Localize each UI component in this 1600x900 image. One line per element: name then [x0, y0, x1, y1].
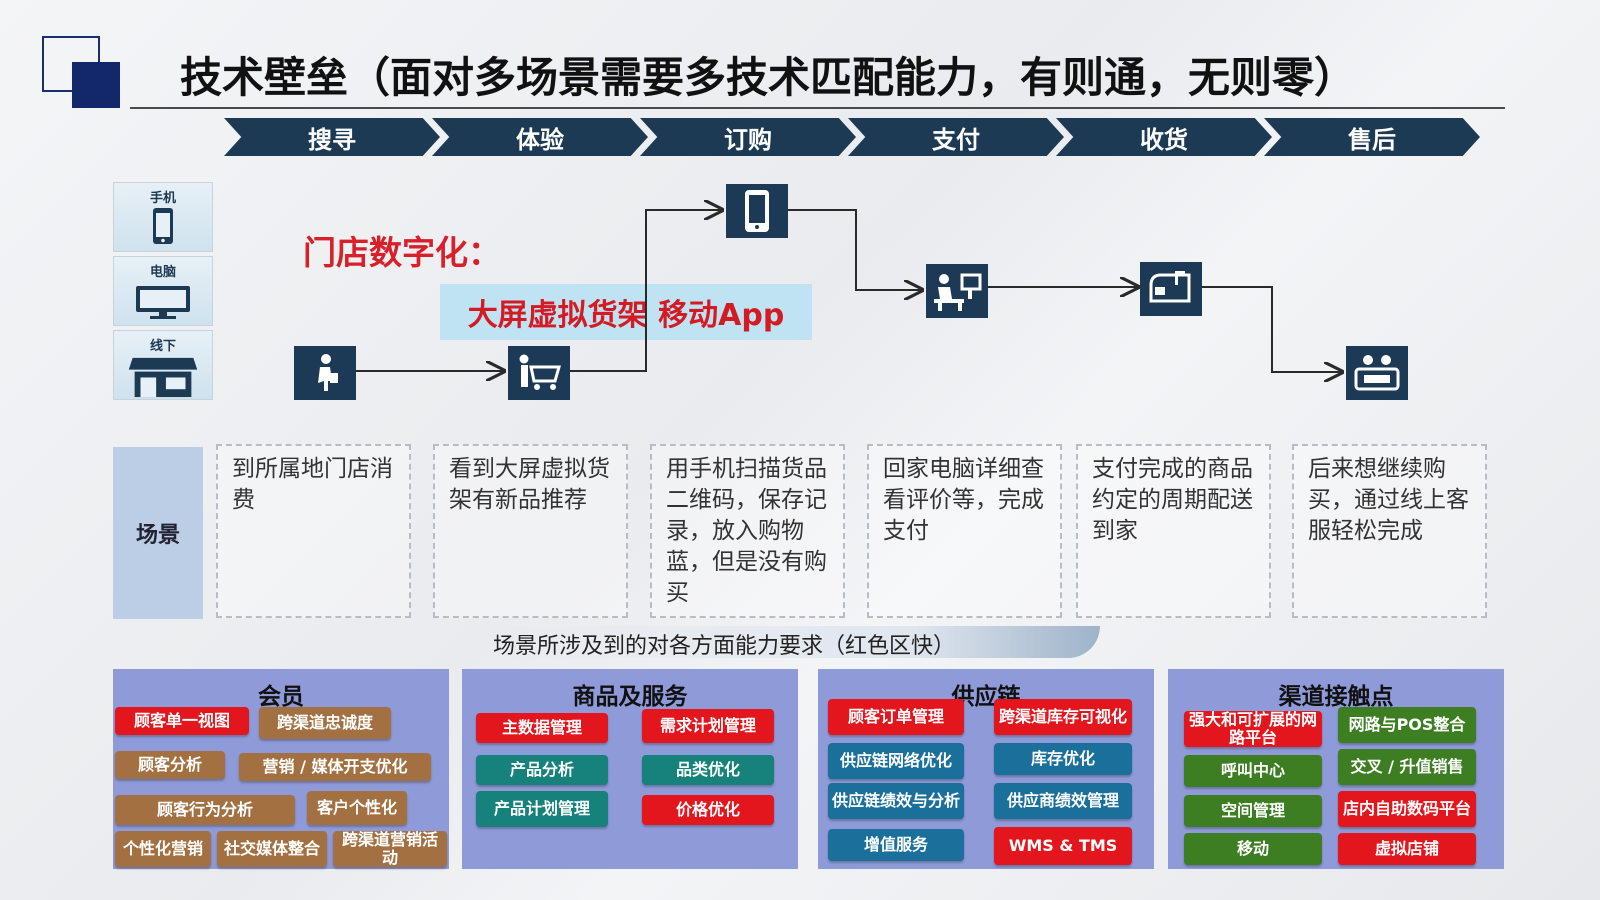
- channel-mobile-label: 手机: [149, 191, 176, 206]
- highlight-band: 大屏虚拟货架 移动App: [440, 284, 812, 340]
- walking-person-icon: [294, 346, 356, 400]
- panel-channel-title: 渠道接触点: [1278, 684, 1394, 710]
- capability-pill: 营销 / 媒体开支优化: [239, 753, 431, 781]
- scene-heading: 场景: [113, 447, 203, 619]
- capability-pill: 价格优化: [642, 795, 774, 825]
- capability-pill: 供应链网络优化: [828, 743, 964, 779]
- channel-pc-label: 电脑: [149, 265, 176, 280]
- desk-computer-icon: [926, 264, 988, 318]
- panel-product: 商品及服务 主数据管理 需求计划管理 产品分析 品类优化 产品计划管理 价格优化: [462, 669, 798, 869]
- requirement-band: [480, 626, 1100, 658]
- stage-aftersales: 售后: [1264, 118, 1480, 156]
- capability-pill: 顾客行为分析: [115, 795, 295, 825]
- stage-search: 搜寻: [224, 118, 440, 156]
- capability-pill: 增值服务: [828, 829, 964, 861]
- scene-item: 看到大屏虚拟货架有新品推荐: [433, 444, 628, 618]
- logo-solid-square: [72, 62, 120, 108]
- title-divider: [130, 107, 1505, 109]
- capability-pill: 交叉 / 升值销售: [1338, 749, 1476, 785]
- capability-pill: 移动: [1184, 833, 1322, 865]
- capability-pill: 跨渠道营销活动: [333, 831, 447, 867]
- monitor-icon: [136, 286, 190, 319]
- channel-pc: 电脑: [113, 256, 213, 326]
- journey-connectors: [356, 0, 1600, 440]
- mailbox-icon: [1140, 262, 1202, 316]
- capability-pill: 供应商绩效管理: [994, 783, 1132, 819]
- capability-pill: 网路与POS整合: [1338, 707, 1476, 743]
- capability-pill: 库存优化: [994, 743, 1132, 775]
- storefront-icon: [128, 357, 198, 398]
- capability-pill: 虚拟店铺: [1338, 833, 1476, 865]
- smartphone-icon: [726, 184, 788, 238]
- capability-pill: 产品计划管理: [476, 791, 608, 827]
- stage-pay: 支付: [848, 118, 1064, 156]
- capability-pill: 客户个性化: [307, 791, 407, 825]
- store-digitalization-label: 门店数字化：: [303, 233, 501, 272]
- channel-mobile: 手机: [113, 182, 213, 252]
- channel-offline: 线下: [113, 330, 213, 400]
- panel-member: 会员 顾客单一视图 跨渠道忠诚度 顾客分析 营销 / 媒体开支优化 顾客行为分析…: [113, 669, 449, 869]
- capability-pill: 主数据管理: [476, 713, 608, 743]
- capability-pill: 跨渠道忠诚度: [259, 707, 391, 739]
- scene-item: 后来想继续购买，通过线上客服轻松完成: [1292, 444, 1487, 618]
- capability-pill: 跨渠道库存可视化: [994, 699, 1132, 735]
- capability-pill: 店内自助数码平台: [1338, 791, 1476, 827]
- shopping-cart-icon: [508, 346, 570, 400]
- capability-pill: 产品分析: [476, 755, 608, 785]
- capability-pill: 顾客单一视图: [115, 707, 249, 735]
- stage-experience: 体验: [432, 118, 648, 156]
- scene-item: 到所属地门店消费: [216, 444, 411, 618]
- capability-pill: 供应链绩效与分析: [828, 783, 964, 819]
- scene-item: 用手机扫描货品二维码，保存记录，放入购物蓝，但是没有购买: [650, 444, 845, 618]
- service-icon: [1346, 346, 1408, 400]
- scene-item: 回家电脑详细查看评价等，完成支付: [867, 444, 1062, 618]
- capability-pill: 社交媒体整合: [217, 831, 327, 867]
- capability-pill: 呼叫中心: [1184, 755, 1322, 787]
- stage-order: 订购: [640, 118, 856, 156]
- capability-pill: 顾客分析: [115, 751, 225, 779]
- capability-pill: 顾客订单管理: [828, 699, 964, 735]
- scene-item: 支付完成的商品约定的周期配送到家: [1076, 444, 1271, 618]
- panel-product-title: 商品及服务: [572, 684, 688, 710]
- capability-pill: 强大和可扩展的网路平台: [1184, 711, 1322, 747]
- requirement-caption: 场景所涉及到的对各方面能力要求（红色区快）: [493, 634, 956, 659]
- panel-member-title: 会员: [258, 684, 304, 710]
- page-title: 技术壁垒（面对多场景需要多技术匹配能力，有则通，无则零）: [180, 53, 1357, 102]
- capability-pill: 个性化营销: [115, 831, 211, 867]
- capability-pill: 空间管理: [1184, 795, 1322, 827]
- smartphone-icon: [153, 208, 173, 244]
- stage-receive: 收货: [1056, 118, 1272, 156]
- panel-supply: 供应链 顾客订单管理 跨渠道库存可视化 供应链网络优化 库存优化 供应链绩效与分…: [818, 669, 1154, 869]
- capability-pill: WMS & TMS: [994, 827, 1132, 865]
- panel-channel: 渠道接触点 强大和可扩展的网路平台 网路与POS整合 呼叫中心 交叉 / 升值销…: [1168, 669, 1504, 869]
- channel-offline-label: 线下: [149, 339, 176, 354]
- capability-pill: 品类优化: [642, 755, 774, 785]
- capability-pill: 需求计划管理: [642, 709, 774, 743]
